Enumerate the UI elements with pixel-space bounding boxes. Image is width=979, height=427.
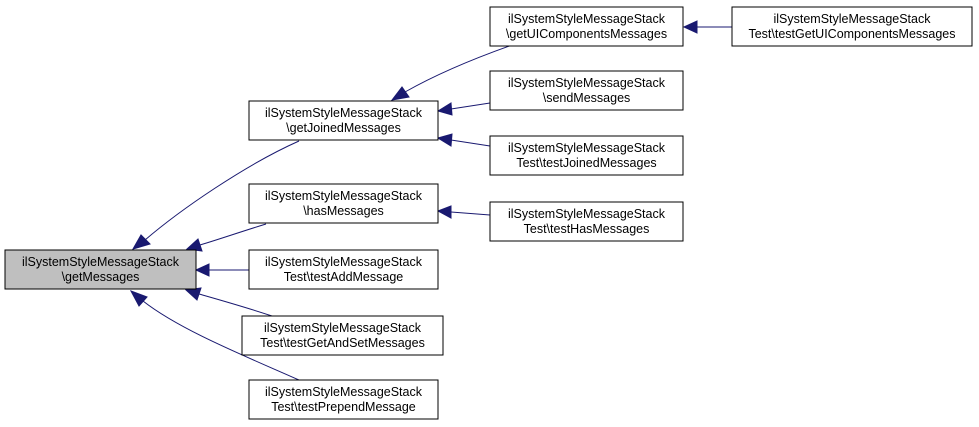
node-testAddMessage-box [248, 249, 439, 290]
node-testJoinedMessages-box [489, 135, 684, 176]
node-testHasMessages-line1: ilSystemStyleMessageStack [508, 207, 666, 221]
node-testJoinedMessages[interactable]: ilSystemStyleMessageStack Test\testJoine… [489, 135, 684, 176]
node-hasMessages[interactable]: ilSystemStyleMessageStack \hasMessages [248, 183, 439, 224]
node-testGetUIComponentsMessages[interactable]: ilSystemStyleMessageStack Test\testGetUI… [731, 6, 973, 47]
node-testPrependMessage[interactable]: ilSystemStyleMessageStack Test\testPrepe… [248, 379, 439, 420]
node-getJoinedMessages-line2: \getJoinedMessages [286, 121, 401, 135]
edge-testGetUIComponentsMessages-to-getUIComponentsMessages [682, 20, 732, 34]
node-testGetUIComponentsMessages-line1: ilSystemStyleMessageStack [773, 12, 931, 26]
node-testHasMessages[interactable]: ilSystemStyleMessageStack Test\testHasMe… [489, 201, 684, 242]
node-getMessages-box [4, 249, 197, 290]
node-getUIComponentsMessages-line1: ilSystemStyleMessageStack [508, 12, 666, 26]
node-testJoinedMessages-line1: ilSystemStyleMessageStack [508, 141, 666, 155]
node-getUIComponentsMessages[interactable]: ilSystemStyleMessageStack \getUIComponen… [489, 6, 684, 47]
node-testGetAndSetMessages[interactable]: ilSystemStyleMessageStack Test\testGetAn… [241, 315, 444, 356]
node-testPrependMessage-line1: ilSystemStyleMessageStack [265, 385, 423, 399]
edge-testJoinedMessages-to-getJoinedMessages [436, 133, 491, 147]
node-getJoinedMessages[interactable]: ilSystemStyleMessageStack \getJoinedMess… [248, 100, 439, 141]
edge-getUIComponentsMessages-to-getJoinedMessages [390, 43, 516, 101]
edge-sendMessages-to-getJoinedMessages [436, 102, 491, 116]
node-hasMessages-line1: ilSystemStyleMessageStack [265, 189, 423, 203]
edge-testHasMessages-to-hasMessages [436, 205, 491, 219]
node-getJoinedMessages-line1: ilSystemStyleMessageStack [265, 106, 423, 120]
node-hasMessages-line2: \hasMessages [303, 204, 384, 218]
node-sendMessages-box [489, 70, 684, 111]
node-testPrependMessage-line2: Test\testPrependMessage [271, 400, 416, 414]
edge-testGetAndSetMessages-to-getMessages [184, 287, 273, 317]
node-sendMessages[interactable]: ilSystemStyleMessageStack \sendMessages [489, 70, 684, 111]
edge-testAddMessage-to-getMessages [194, 263, 249, 277]
node-getJoinedMessages-box [248, 100, 439, 141]
node-testGetUIComponentsMessages-box [731, 6, 973, 47]
node-testAddMessage-line2: Test\testAddMessage [284, 270, 404, 284]
node-testJoinedMessages-line2: Test\testJoinedMessages [516, 156, 656, 170]
node-testHasMessages-line2: Test\testHasMessages [524, 222, 650, 236]
node-testGetAndSetMessages-line2: Test\testGetAndSetMessages [260, 336, 425, 350]
edge-testPrependMessage-to-getMessages [129, 290, 300, 381]
node-testGetAndSetMessages-box [241, 315, 444, 356]
node-getMessages-line1: ilSystemStyleMessageStack [22, 255, 180, 269]
edge-getJoinedMessages-to-getMessages [131, 140, 300, 250]
node-getMessages[interactable]: ilSystemStyleMessageStack \getMessages [4, 249, 197, 290]
node-testPrependMessage-box [248, 379, 439, 420]
node-testAddMessage-line1: ilSystemStyleMessageStack [265, 255, 423, 269]
node-getUIComponentsMessages-box [489, 6, 684, 47]
edge-hasMessages-to-getMessages [185, 223, 267, 252]
node-testGetUIComponentsMessages-line2: Test\testGetUIComponentsMessages [748, 27, 955, 41]
node-hasMessages-box [248, 183, 439, 224]
node-sendMessages-line1: ilSystemStyleMessageStack [508, 76, 666, 90]
node-getUIComponentsMessages-line2: \getUIComponentsMessages [506, 27, 667, 41]
node-testHasMessages-box [489, 201, 684, 242]
node-getMessages-line2: \getMessages [62, 270, 140, 284]
node-sendMessages-line2: \sendMessages [543, 91, 631, 105]
node-testGetAndSetMessages-line1: ilSystemStyleMessageStack [264, 321, 422, 335]
node-testAddMessage[interactable]: ilSystemStyleMessageStack Test\testAddMe… [248, 249, 439, 290]
